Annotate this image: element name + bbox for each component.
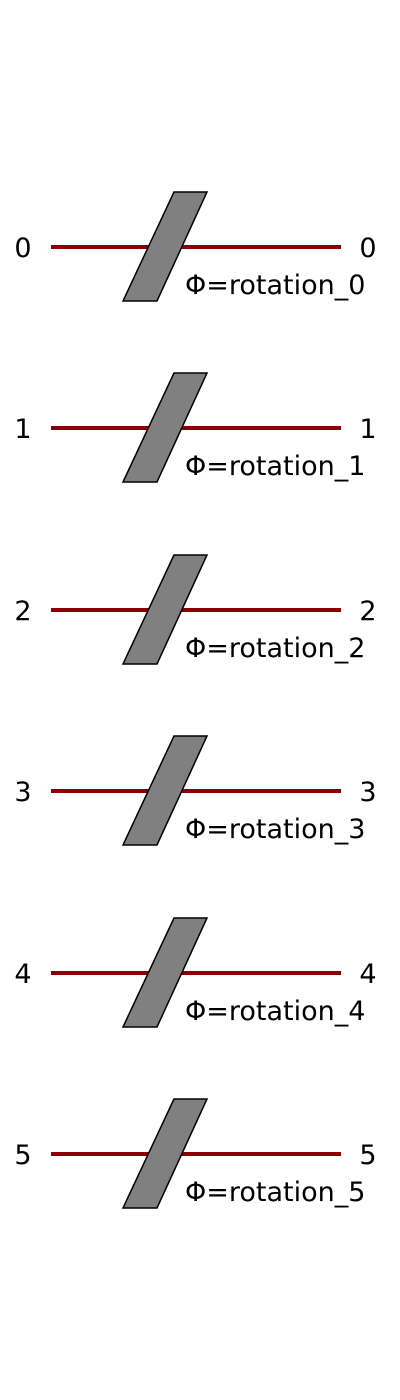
phase-shifter — [121, 554, 209, 665]
phase-shifter — [121, 917, 209, 1028]
phase-label: Φ=rotation_1 — [185, 451, 365, 482]
mode-row: 1 1Φ=rotation_1 — [14, 372, 377, 483]
input-mode-label: 0 — [14, 233, 31, 264]
phase-shifter — [121, 372, 209, 483]
output-mode-label: 3 — [359, 777, 376, 808]
phase-label: Φ=rotation_3 — [185, 814, 365, 845]
input-mode-label: 3 — [14, 777, 31, 808]
modes-layer: 0 0Φ=rotation_0 1 1Φ=rotation_1 2 2Φ=rotation… — [14, 191, 377, 1209]
output-mode-label: 4 — [359, 959, 376, 990]
mode-row: 3 3Φ=rotation_3 — [14, 735, 377, 846]
phase-shifter — [121, 735, 209, 846]
phase-label: Φ=rotation_4 — [185, 996, 365, 1027]
phase-shifter — [121, 191, 209, 302]
output-mode-label: 0 — [359, 233, 376, 264]
mode-row: 2 2Φ=rotation_2 — [14, 554, 377, 665]
mode-row: 5 5Φ=rotation_5 — [14, 1098, 377, 1209]
mode-row: 0 0Φ=rotation_0 — [14, 191, 377, 302]
output-mode-label: 2 — [359, 596, 376, 627]
input-mode-label: 2 — [14, 596, 31, 627]
phase-label: Φ=rotation_2 — [185, 633, 365, 664]
mode-row: 4 4Φ=rotation_4 — [14, 917, 377, 1028]
phase-label: Φ=rotation_0 — [185, 270, 365, 301]
input-mode-label: 5 — [14, 1140, 31, 1171]
output-mode-label: 5 — [359, 1140, 376, 1171]
input-mode-label: 4 — [14, 959, 31, 990]
output-mode-label: 1 — [359, 414, 376, 445]
phase-label: Φ=rotation_5 — [185, 1177, 365, 1208]
input-mode-label: 1 — [14, 414, 31, 445]
phase-shifter — [121, 1098, 209, 1209]
